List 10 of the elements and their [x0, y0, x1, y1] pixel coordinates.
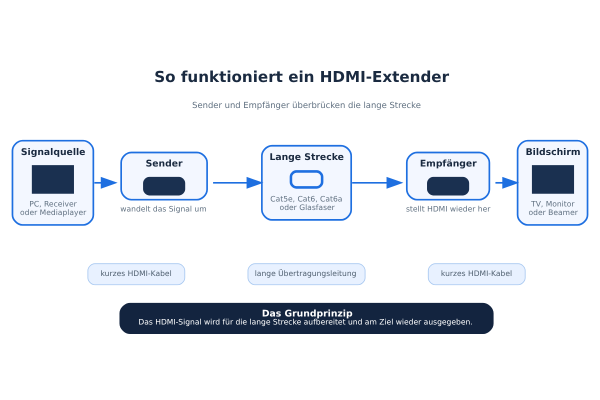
node-box: kurzes HDMI-Kabel	[87, 262, 186, 285]
node-box: lange Übertragungsleitung	[248, 262, 366, 285]
node-label: wandelt das Signal um	[120, 204, 207, 214]
node-label: stellt HDMI wieder her	[406, 204, 490, 214]
diagram-title: So funktioniert ein HDMI-Extender	[154, 68, 450, 86]
node-box: Das Grundprinzip Das HDMI-Signal wird für die lange Strecke aufbereitet und am Ziel wieder ausgegeben.	[119, 302, 494, 334]
arrow	[352, 176, 404, 188]
label: Sender und Empfänger überbrücken die lange Strecke	[192, 100, 421, 110]
node-box: kurzes HDMI-Kabel	[428, 262, 526, 285]
arrow	[213, 176, 264, 188]
